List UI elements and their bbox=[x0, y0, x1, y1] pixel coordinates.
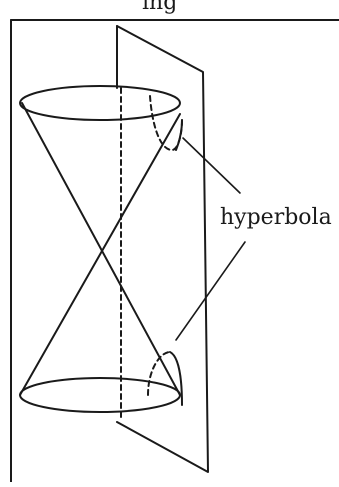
lower-cone-rim bbox=[19, 377, 181, 413]
cone-generatrix-left bbox=[21, 102, 181, 396]
leader-line-upper bbox=[182, 137, 241, 194]
cutting-plane bbox=[116, 25, 209, 473]
top-text-fragment: ing bbox=[142, 0, 177, 15]
upper-cone-rim bbox=[19, 85, 181, 121]
lower-hyperbola-hidden bbox=[147, 351, 171, 396]
hyperbola-label: hyperbola bbox=[220, 205, 332, 230]
upper-hyperbola-visible bbox=[175, 119, 183, 151]
cone-generatrix-right bbox=[19, 113, 181, 396]
upper-hyperbola-hidden bbox=[149, 95, 183, 152]
lower-hyperbola-visible bbox=[169, 351, 183, 406]
leader-line-lower bbox=[175, 241, 246, 341]
